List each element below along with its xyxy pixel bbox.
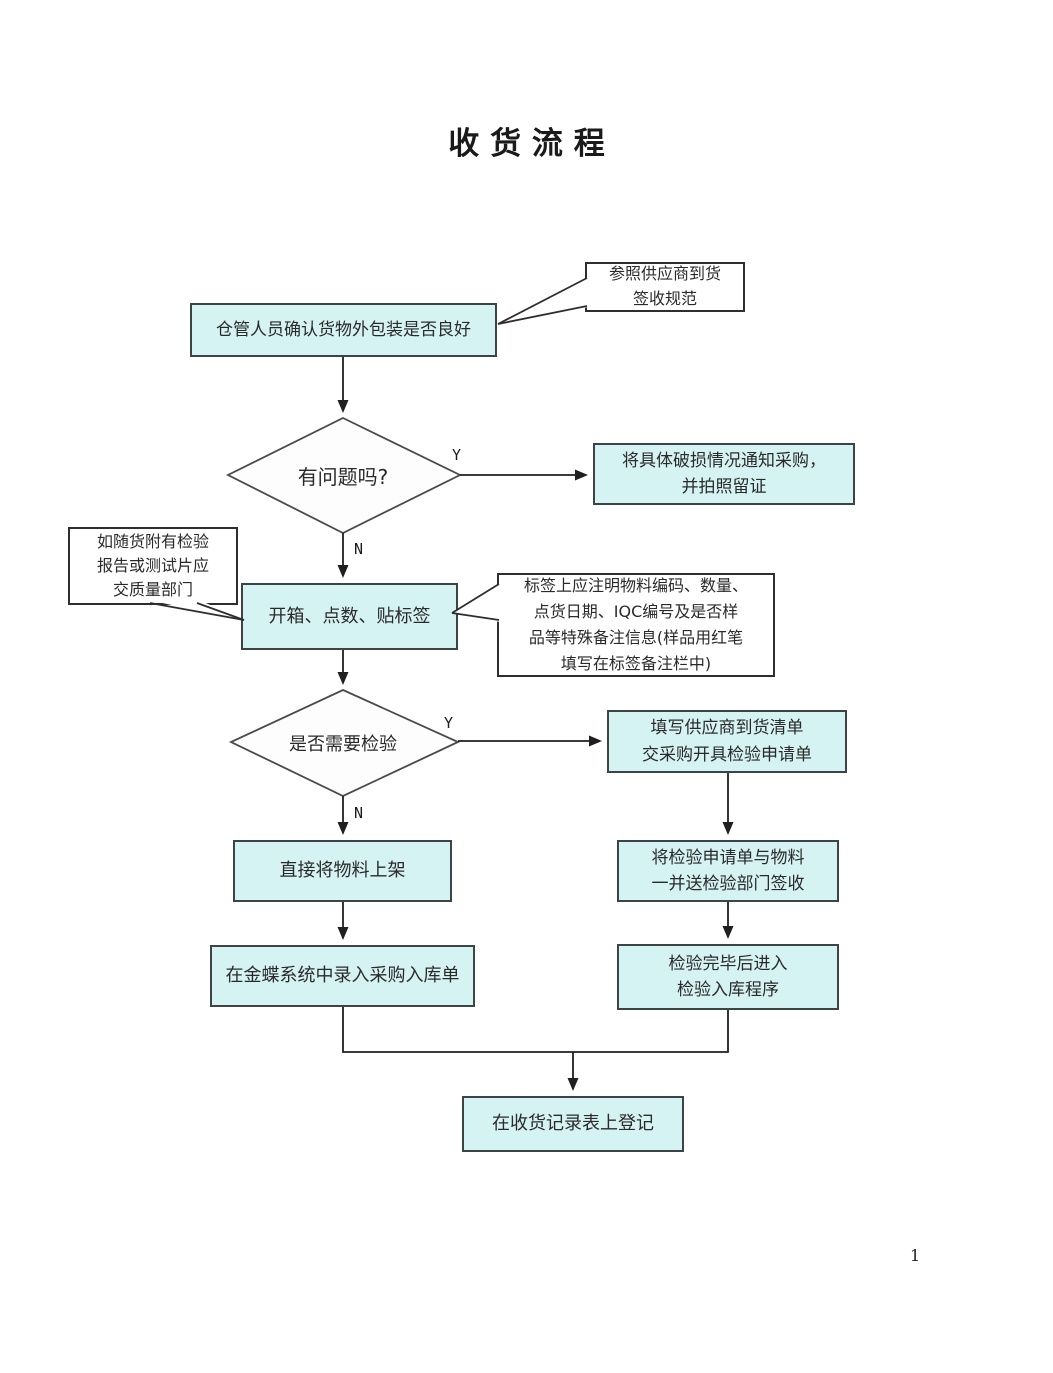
notify-purchasing-line2: 并拍照留证 xyxy=(681,477,767,497)
page-title: 收货流程 xyxy=(448,126,616,162)
signoff-note-line2: 签收规范 xyxy=(632,289,697,308)
send-to-inspection-box: 将检验申请单与物料 一并送检验部门签收 xyxy=(617,840,839,902)
label-info-line3: 品等特殊备注信息(样品用红笔 xyxy=(528,628,744,647)
enter-kingdee-system-box: 在金蝶系统中录入采购入库单 xyxy=(210,945,475,1007)
label-info-line1: 标签上应注明物料编码、数量、 xyxy=(523,576,748,595)
shelve-directly-box: 直接将物料上架 xyxy=(233,840,452,902)
send-to-inspection-line1: 将检验申请单与物料 xyxy=(651,847,805,868)
flow-arrows xyxy=(337,357,734,1091)
confirm-packaging-box: 仓管人员确认货物外包装是否良好 xyxy=(190,303,497,357)
inspection-decision-label: 是否需要检验 xyxy=(289,734,397,755)
notify-purchasing-box: 将具体破损情况通知采购， 并拍照留证 xyxy=(593,443,855,505)
inspection-yes-label: Y xyxy=(444,714,454,732)
signoff-note-callout: 参照供应商到货 签收规范 xyxy=(585,262,745,312)
inspection-complete-box: 检验完毕后进入 检验入库程序 xyxy=(617,944,839,1010)
register-receiving-record-box: 在收货记录表上登记 xyxy=(462,1096,684,1152)
unpack-count-label-box: 开箱、点数、贴标签 xyxy=(241,583,458,650)
quality-note-line2: 报告或测试片应 xyxy=(96,556,209,575)
label-info-note-callout: 标签上应注明物料编码、数量、 点货日期、IQC编号及是否样 品等特殊备注信息(样… xyxy=(497,573,775,677)
fill-arrival-list-line1: 填写供应商到货清单 xyxy=(650,718,804,739)
signoff-note-line1: 参照供应商到货 xyxy=(608,264,721,284)
inspection-complete-line1: 检验完毕后进入 xyxy=(668,953,788,974)
problem-no-label: N xyxy=(354,540,364,558)
quality-note-line1: 如随货附有检验 xyxy=(96,532,209,551)
problem-decision-label: 有问题吗? xyxy=(297,464,389,489)
problem-yes-label: Y xyxy=(452,446,462,464)
send-to-inspection-line2: 一并送检验部门签收 xyxy=(651,874,805,894)
fill-arrival-list-line2: 交采购开具检验申请单 xyxy=(642,744,812,765)
quality-note-callout: 如随货附有检验 报告或测试片应 交质量部门 xyxy=(68,527,238,605)
inspection-no-label: N xyxy=(354,804,364,822)
inspection-complete-line2: 检验入库程序 xyxy=(677,980,779,1000)
notify-purchasing-line1: 将具体破损情况通知采购， xyxy=(622,450,826,471)
fill-arrival-list-box: 填写供应商到货清单 交采购开具检验申请单 xyxy=(607,710,847,773)
unpack-count-label-text: 开箱、点数、贴标签 xyxy=(268,605,431,627)
shelve-directly-label: 直接将物料上架 xyxy=(279,860,406,882)
label-info-line4: 填写在标签备注栏中) xyxy=(560,654,712,673)
confirm-packaging-label: 仓管人员确认货物外包装是否良好 xyxy=(216,319,471,340)
page-number: 1 xyxy=(910,1246,921,1265)
quality-note-line3: 交质量部门 xyxy=(112,580,193,599)
merge-line xyxy=(342,1007,729,1053)
enter-kingdee-system-label: 在金蝶系统中录入采购入库单 xyxy=(225,965,460,987)
label-info-line2: 点货日期、IQC编号及是否样 xyxy=(533,602,739,621)
register-receiving-record-label: 在收货记录表上登记 xyxy=(492,1113,654,1135)
